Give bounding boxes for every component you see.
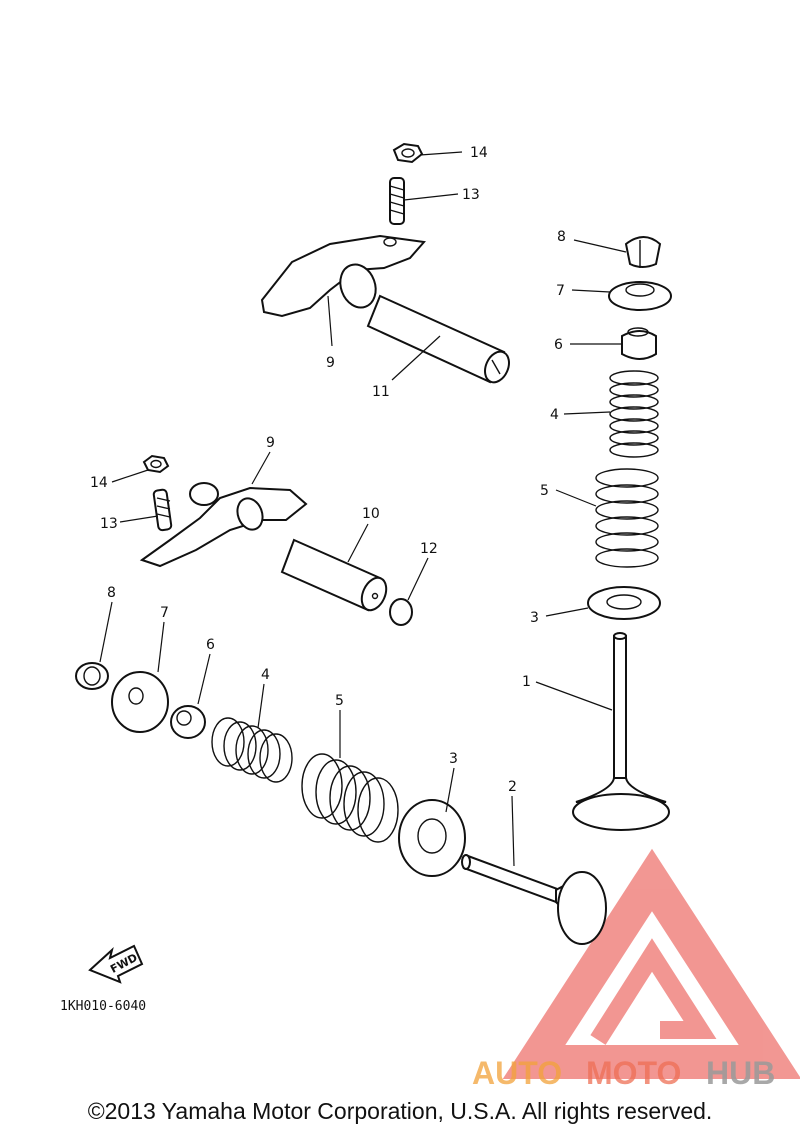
callout-label: 14 — [470, 145, 488, 161]
callout-label: 13 — [462, 187, 480, 203]
callout-label: 5 — [335, 693, 344, 709]
adjuster-screw-part-top — [389, 177, 405, 225]
callout-label: 4 — [550, 407, 559, 423]
spring-seat-part-left — [398, 799, 466, 877]
rocker-arm-part-mid — [139, 482, 308, 568]
valve-cotter-part-right — [624, 236, 662, 268]
inner-spring-part-right — [609, 370, 659, 458]
callout-label: 7 — [556, 283, 565, 299]
spring-seat-part-right — [587, 586, 661, 620]
callout-label: 3 — [449, 751, 458, 767]
rocker-arm-part-top — [260, 234, 426, 318]
callout-label: 9 — [266, 435, 275, 451]
spring-retainer-part-right — [608, 281, 672, 311]
copyright-notice: ©2013 Yamaha Motor Corporation, U.S.A. A… — [87, 1098, 713, 1124]
callout-label: 6 — [554, 337, 563, 353]
rocker-shaft-part-top — [366, 294, 510, 384]
figure-code: 1KH010-6040 — [60, 999, 146, 1014]
callout-label: 12 — [420, 541, 438, 557]
leader-lines — [99, 151, 627, 867]
valve-seal-part-left — [170, 705, 206, 739]
watermark-logo-icon — [502, 848, 800, 1079]
callout-label: 14 — [90, 475, 108, 491]
valve-cotter-part-left — [75, 662, 109, 690]
o-ring-part — [389, 598, 413, 626]
adjuster-screw-part-mid — [152, 488, 173, 532]
callout-label: 3 — [530, 610, 539, 626]
callout-label: 11 — [372, 384, 390, 400]
callout-label: 13 — [100, 516, 118, 532]
outer-spring-part-right — [595, 468, 659, 568]
intake-valve-part — [572, 632, 670, 831]
callout-label: 1 — [522, 674, 531, 690]
callout-label: 8 — [557, 229, 566, 245]
watermark-hub: HUB — [706, 1055, 775, 1091]
watermark-auto: AUTO — [472, 1055, 562, 1091]
rocker-shaft-part-mid — [280, 538, 388, 612]
callout-label: 2 — [508, 779, 517, 795]
valve-seal-part-right — [621, 327, 657, 360]
callout-label: 10 — [362, 506, 380, 522]
inner-spring-part-left — [211, 717, 293, 783]
exhaust-valve-part — [461, 854, 607, 945]
callout-label: 8 — [107, 585, 116, 601]
callout-label: 7 — [160, 605, 169, 621]
outer-spring-part-left — [301, 753, 399, 843]
nut-part-top — [392, 142, 424, 164]
callout-label: 4 — [261, 667, 270, 683]
fwd-arrow-icon — [88, 944, 144, 984]
watermark-moto: MOTO — [586, 1055, 681, 1091]
callout-label: 9 — [326, 355, 335, 371]
callout-label: 5 — [540, 483, 549, 499]
callout-label: 6 — [206, 637, 215, 653]
spring-retainer-part-left — [111, 671, 169, 733]
